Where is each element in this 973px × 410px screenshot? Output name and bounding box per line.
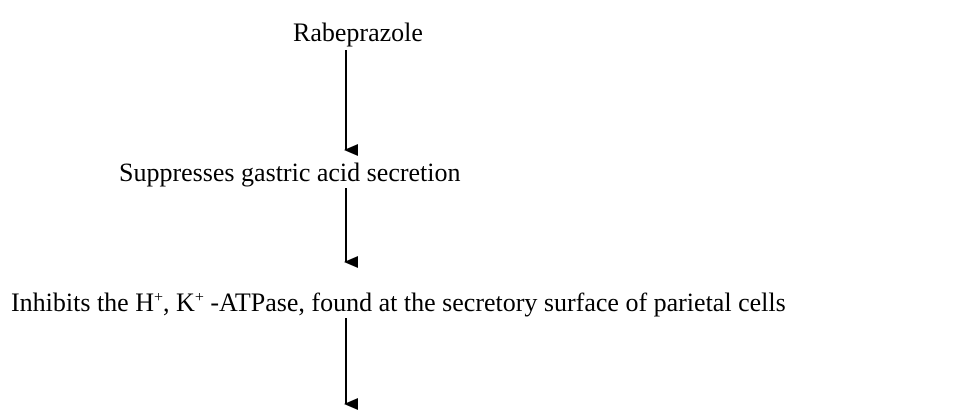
node-inhibits-text-a: Inhibits the H xyxy=(11,288,154,317)
node-suppresses-gastric-acid-secretion: Suppresses gastric acid secretion xyxy=(118,158,462,188)
node-rabeprazole: Rabeprazole xyxy=(292,18,424,48)
node-inhibits-text-e: -ATPase, found at the secretory surface … xyxy=(203,288,786,317)
node-inhibits-atpase: Inhibits the H+, K+ -ATPase, found at th… xyxy=(10,288,787,318)
h-plus-superscript: + xyxy=(154,289,164,306)
k-plus-superscript: + xyxy=(194,289,204,306)
node-inhibits-text-c: , K xyxy=(163,288,195,317)
